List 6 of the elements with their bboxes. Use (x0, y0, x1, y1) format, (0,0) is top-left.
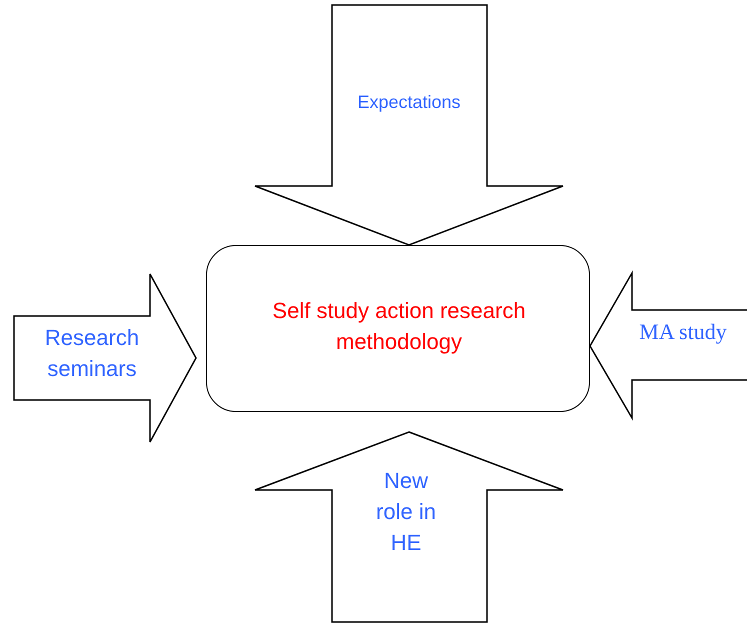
arrow-label: Research seminars (44, 324, 140, 383)
arrow-label: MA study (638, 318, 728, 346)
arrow-label: New role in HE (375, 467, 437, 557)
arrow-label: Expectations (356, 91, 462, 113)
arrow-label: Self study action research methodology (271, 297, 527, 356)
rounded-box (206, 245, 590, 412)
